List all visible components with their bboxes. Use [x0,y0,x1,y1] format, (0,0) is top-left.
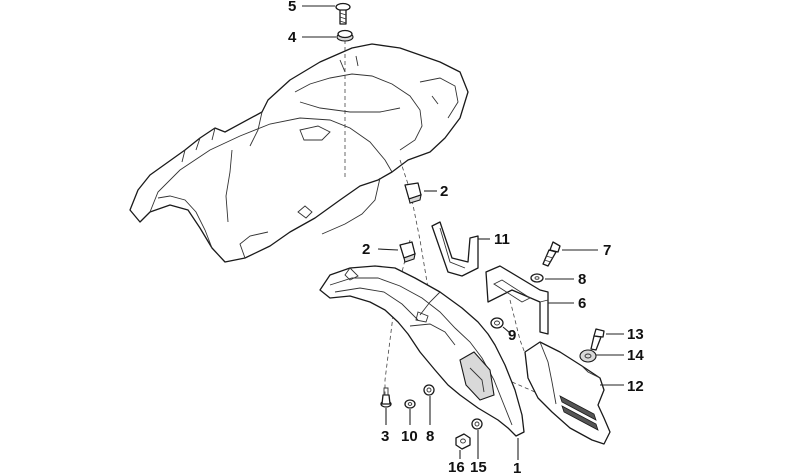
callout-6: 6 [578,295,586,312]
callout-7: 7 [603,242,611,259]
leader-lines [302,5,624,460]
washer-part-8-upper [530,273,544,283]
callout-9: 9 [508,327,516,344]
nut-part-16 [455,433,471,450]
callout-labels: 5 4 2 2 11 7 8 6 9 13 14 12 3 10 8 16 15… [288,0,644,474]
washer-part-8-lower [423,384,435,396]
bolt-part-7 [542,241,561,267]
plate-bracket-part-6 [485,265,549,335]
assembly-lines [344,40,561,400]
callout-4: 4 [288,29,297,46]
callout-1: 1 [513,460,521,474]
callout-14: 14 [627,347,644,364]
clip-nut-part-2-upper [404,182,422,204]
grommet-part-4 [336,29,354,42]
callout-15: 15 [470,459,487,474]
callout-3: 3 [381,428,389,445]
nut-part-9 [490,317,504,329]
cover-part-12 [524,341,611,445]
callout-2-upper: 2 [440,183,448,200]
callout-10: 10 [401,428,418,445]
callout-5: 5 [288,0,296,15]
callout-11: 11 [494,231,510,248]
screw-part-5 [335,2,351,25]
callout-12: 12 [627,378,644,395]
rear-mudguard-part-1 [319,265,525,437]
u-bracket-part-11 [431,221,479,277]
callout-16: 16 [448,459,465,474]
washer-part-10 [404,399,416,409]
bolt-part-13 [590,328,605,351]
callout-2-lower: 2 [362,241,370,258]
screw-part-3 [380,387,392,408]
washer-part-15 [471,418,483,430]
callout-8-upper: 8 [578,271,586,288]
rear-undertray [129,43,469,263]
clip-nut-part-2-lower [399,241,416,263]
grommet-part-14 [579,349,597,363]
callout-8-lower: 8 [426,428,434,445]
callout-13: 13 [627,326,644,343]
